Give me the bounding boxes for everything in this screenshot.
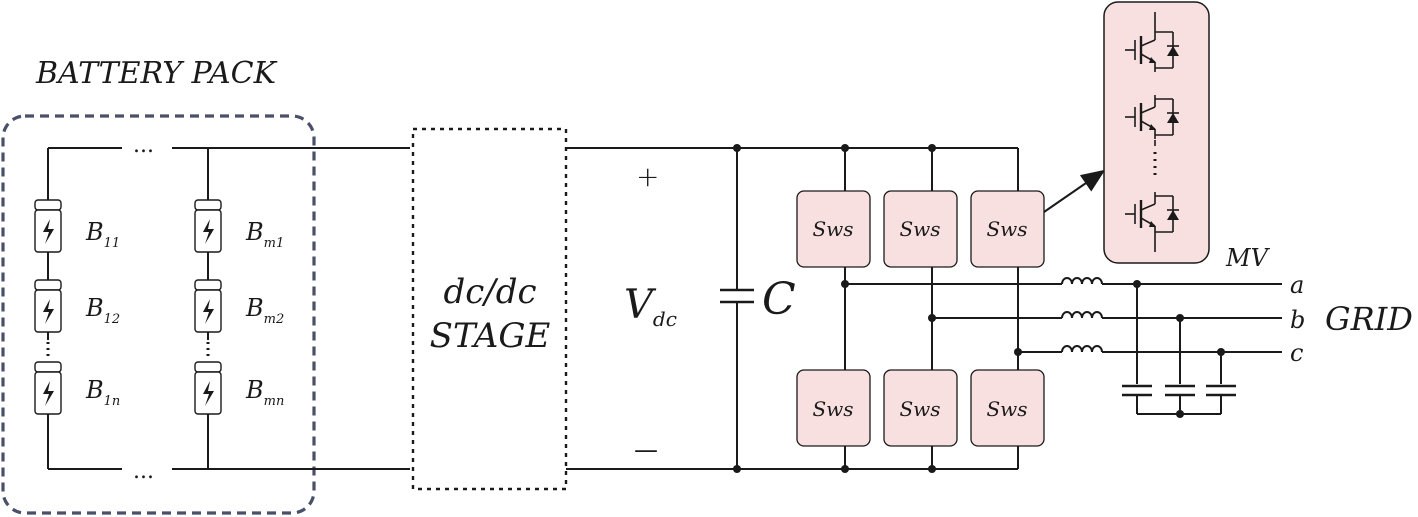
switch-label: Sws	[986, 217, 1027, 241]
cell-label-bm1: Bm1	[245, 218, 284, 251]
switch-upper-c	[970, 190, 1045, 268]
battery-string-m	[194, 148, 222, 469]
dcdc-stage: dc/dc STAGE	[411, 127, 568, 491]
switch-label: Sws	[812, 397, 853, 421]
battery-icon	[34, 199, 62, 253]
minus-sign: —	[634, 436, 658, 464]
phase-c-label: c	[1290, 339, 1303, 367]
grid-label: GRID	[1325, 300, 1413, 338]
battery-icon	[194, 199, 222, 253]
vdc-label: Vdc	[624, 282, 677, 331]
phase-b-label: b	[1290, 306, 1305, 334]
switch-label: Sws	[899, 217, 940, 241]
battery-pack-title: BATTERY PACK	[35, 56, 278, 91]
inductor-c	[1061, 345, 1103, 353]
switch-label: Sws	[986, 397, 1027, 421]
switch-upper-b	[883, 190, 958, 268]
inverter: Sws Sws Sws Sws Sws Sws	[796, 144, 1106, 473]
battery-icon	[194, 279, 222, 333]
switch-label: Sws	[812, 217, 853, 241]
battery-icon	[34, 279, 62, 333]
capacitor-label: C	[762, 274, 796, 325]
igbt-stack-detail	[1103, 1, 1210, 264]
switch-lower-c	[970, 369, 1045, 447]
battery-pack: BATTERY PACK ... ...	[1, 56, 410, 515]
switch-lower-a	[796, 369, 871, 447]
cell-label-b1n: B1n	[85, 376, 120, 409]
cell-label-b11: B11	[85, 218, 120, 251]
cell-label-bmn: Bmn	[245, 376, 284, 409]
cell-label-bm2: Bm2	[245, 294, 284, 327]
bottom-rail-dots: ...	[133, 459, 154, 484]
inductor-a	[1061, 277, 1103, 285]
dcdc-label: dc/dc	[443, 272, 536, 312]
battery-icon	[194, 361, 222, 415]
switch-upper-a	[796, 190, 871, 268]
battery-icon	[34, 361, 62, 415]
mv-label: MV	[1225, 244, 1271, 272]
plus-sign: +	[636, 160, 659, 193]
grid-filter: MV a b c GRID	[1061, 244, 1413, 418]
phase-a-label: a	[1290, 271, 1304, 299]
battery-string-1	[34, 148, 62, 469]
switch-label: Sws	[899, 397, 940, 421]
cell-label-b12: B12	[85, 294, 120, 327]
dc-link: + — Vdc C	[566, 144, 1018, 473]
switch-lower-b	[883, 369, 958, 447]
top-rail-dots: ...	[133, 133, 154, 158]
stage-label: STAGE	[430, 316, 551, 356]
inductor-b	[1061, 311, 1103, 319]
